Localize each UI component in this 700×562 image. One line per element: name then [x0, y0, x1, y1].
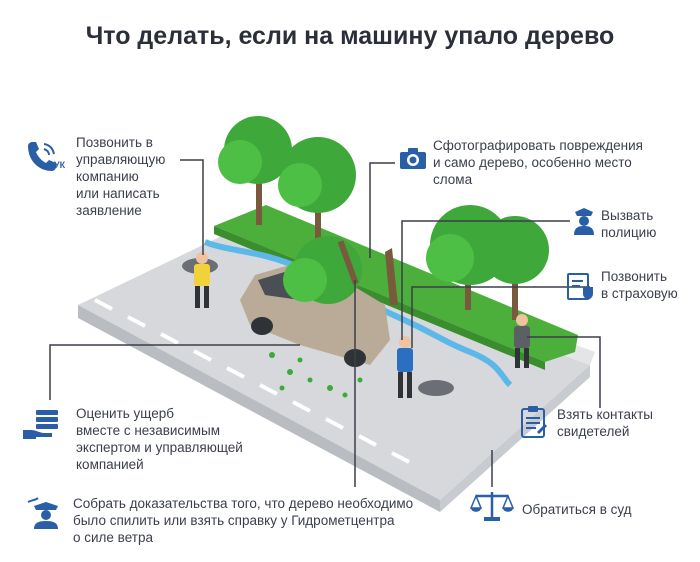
clipboard-icon — [520, 405, 548, 439]
step-insurance: Позвонить в страховую — [601, 269, 678, 301]
line-photo — [369, 162, 395, 258]
step-witnesses: Взять контакты свидетелей — [557, 407, 653, 439]
fallen-tree — [283, 236, 362, 304]
line-insurance — [411, 286, 590, 348]
step-photo: Сфотографировать повреждения и само дере… — [433, 138, 643, 187]
scales-icon — [469, 490, 515, 522]
manhole-right — [418, 380, 454, 396]
tree-2 — [278, 137, 356, 240]
insurance-document-icon — [566, 272, 596, 302]
road-edge — [78, 305, 440, 512]
broken-stump — [385, 248, 398, 305]
person-photographer — [397, 336, 413, 398]
road-side-edge — [440, 365, 590, 512]
callout-lines — [49, 159, 601, 487]
step-call-uk: Позвонить в управляющую компанию или нап… — [76, 135, 166, 218]
person-phone — [194, 252, 210, 308]
uk-badge: УК — [54, 160, 66, 170]
tree-1 — [218, 116, 292, 225]
camera-icon — [399, 146, 427, 170]
money-hand-icon — [22, 408, 64, 442]
scattered-leaves — [269, 352, 363, 398]
lane-markings — [94, 298, 410, 464]
phone-uk-icon: УК — [24, 140, 66, 174]
line-police — [401, 220, 570, 340]
person-witness — [514, 314, 530, 368]
line-witnesses — [527, 336, 601, 408]
line-assess — [49, 344, 300, 400]
step-evidence: Собрать доказательства того, что дерево … — [73, 496, 414, 545]
police-icon — [572, 206, 596, 236]
weather-man-icon — [26, 496, 66, 530]
step-assess: Оценить ущерб вместе с независимым экспе… — [76, 406, 243, 472]
tree-4 — [481, 216, 549, 320]
step-court: Обратиться в суд — [522, 502, 632, 517]
step-police: Вызвать полицию — [601, 208, 657, 240]
grass-strip — [214, 205, 578, 362]
page-title: Что делать, если на машину упало дерево — [85, 22, 615, 50]
line-call-uk — [180, 159, 204, 255]
